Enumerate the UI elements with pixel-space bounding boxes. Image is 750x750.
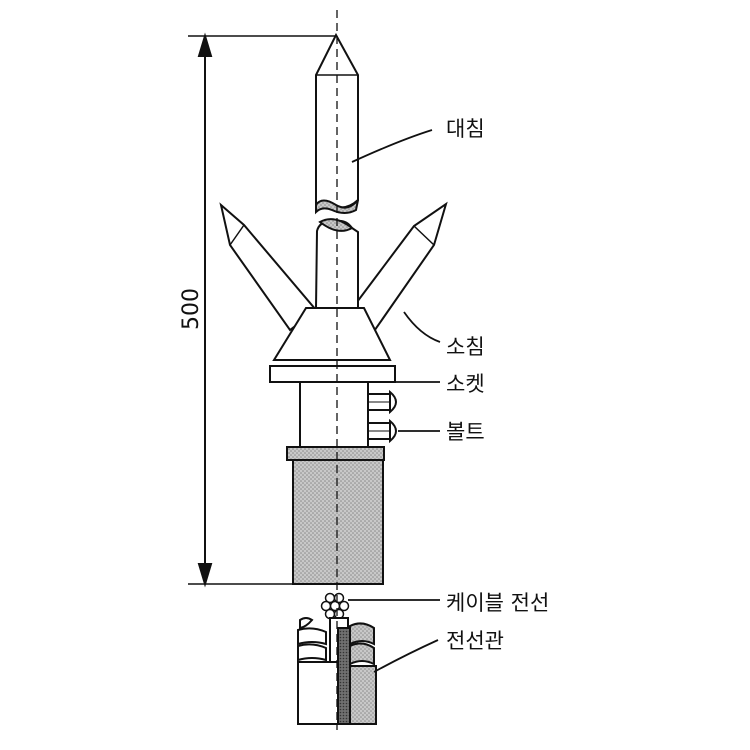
- bolt-lower: [367, 418, 397, 444]
- label-conduit: 전선관: [446, 629, 504, 653]
- label-bolt: 볼트: [446, 420, 485, 444]
- label-cable: 케이블 전선: [446, 591, 549, 615]
- label-side-rods: 소침: [446, 335, 485, 359]
- conduit: [297, 617, 377, 725]
- label-socket: 소켓: [446, 372, 485, 396]
- dimension-value: 500: [179, 288, 204, 330]
- cable-bundle: [320, 592, 350, 620]
- side-rod-left: [219, 202, 318, 332]
- lower-sleeve: [292, 459, 384, 585]
- bolt-upper: [367, 389, 397, 415]
- rod-break-shade-lower: [318, 218, 354, 232]
- leader-conduit: [373, 639, 439, 673]
- dimension-line: [188, 32, 336, 588]
- label-main-rod: 대침: [446, 117, 485, 141]
- leader-main-rod: [351, 129, 433, 163]
- socket-body: [299, 381, 369, 448]
- socket-top-plate: [269, 365, 396, 383]
- leader-side-rods: [403, 311, 441, 343]
- socket-lower-plate: [286, 446, 385, 461]
